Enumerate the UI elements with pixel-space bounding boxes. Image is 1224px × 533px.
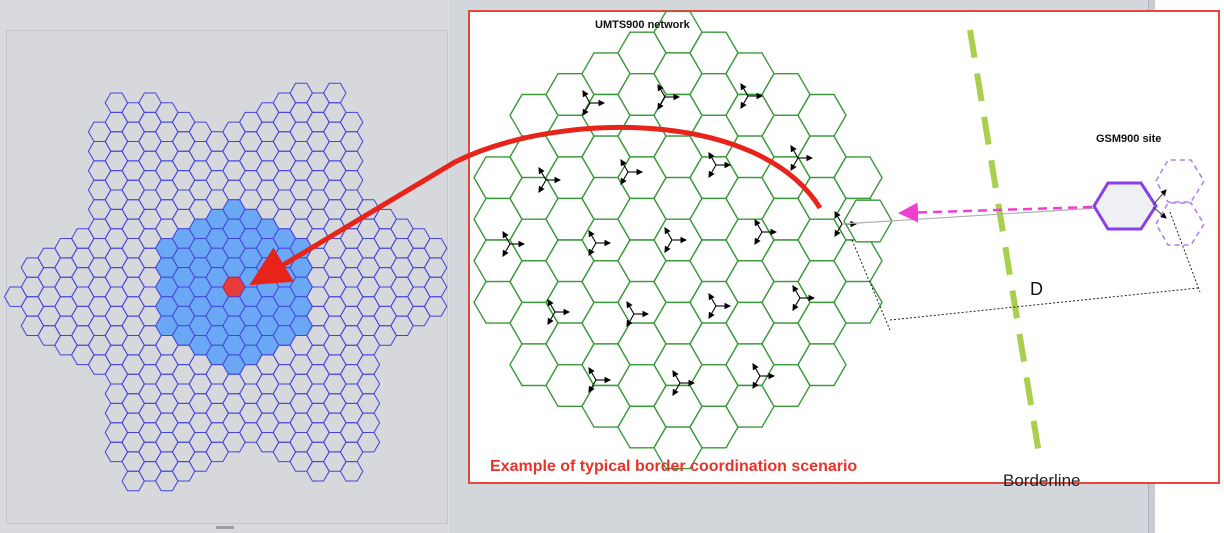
sector-arrow bbox=[588, 230, 597, 244]
grid-cell bbox=[339, 111, 364, 133]
sector-arrow bbox=[620, 171, 629, 185]
sector-arrow bbox=[752, 375, 761, 389]
sector-arrow bbox=[664, 227, 673, 241]
sector-arrow bbox=[792, 297, 801, 311]
sector-arrow bbox=[672, 370, 681, 384]
sector-arrow bbox=[708, 305, 717, 319]
umts-cell bbox=[797, 343, 847, 387]
sector-arrow bbox=[790, 157, 799, 171]
grid-cell bbox=[339, 150, 364, 172]
sector-arrow bbox=[834, 211, 843, 225]
sector-arrow bbox=[792, 285, 801, 299]
grid-cell bbox=[339, 461, 364, 482]
sector-arrow bbox=[502, 231, 511, 245]
sector-arrow bbox=[588, 242, 597, 256]
gsm-hex-dashed-top bbox=[1155, 159, 1205, 203]
sector-arrow bbox=[740, 83, 749, 97]
gsm-site-label: GSM900 site bbox=[1096, 133, 1162, 145]
sector-arrow bbox=[754, 231, 763, 245]
sector-arrow bbox=[834, 223, 843, 237]
sector-arrow bbox=[626, 301, 635, 315]
sector-arrow bbox=[657, 96, 666, 110]
grid-cell bbox=[323, 82, 347, 104]
sector-arrow bbox=[752, 363, 761, 377]
grid-cell bbox=[339, 170, 364, 191]
sector-arrow bbox=[620, 159, 629, 173]
grid-cell bbox=[356, 354, 381, 375]
sector-arrow bbox=[672, 382, 681, 396]
sector-arrow bbox=[547, 299, 556, 313]
gsm-hex-dashed-bottom bbox=[1155, 202, 1205, 246]
grid-cell bbox=[423, 257, 448, 278]
grid-cell bbox=[356, 412, 381, 433]
sector-arrow bbox=[582, 102, 591, 116]
gsm-hex-solid bbox=[1092, 181, 1158, 231]
umts-network-label: UMTS900 network bbox=[595, 19, 690, 31]
sector-arrow bbox=[502, 243, 511, 257]
site-link-line bbox=[841, 205, 1131, 225]
panel-resize-handle[interactable] bbox=[216, 526, 234, 529]
sector-arrow bbox=[547, 311, 556, 325]
grid-cell bbox=[356, 373, 381, 395]
sector-arrow bbox=[708, 164, 717, 178]
scenario-caption: Example of typical border coordination s… bbox=[490, 458, 858, 475]
grid-cell bbox=[356, 432, 381, 453]
grid-cell bbox=[423, 238, 448, 259]
sector-arrow bbox=[708, 293, 717, 307]
interference-hex-grid bbox=[3, 82, 448, 492]
sector-arrow bbox=[538, 167, 547, 181]
sector-arrow bbox=[626, 313, 635, 327]
sector-arrow bbox=[588, 379, 597, 393]
mapping-arrow bbox=[249, 124, 823, 286]
sector-arrow bbox=[538, 179, 547, 193]
sector-arrow bbox=[754, 219, 763, 233]
gsm-sector-arrow-down bbox=[1152, 206, 1167, 219]
sector-arrow bbox=[664, 239, 673, 253]
sector-arrow bbox=[582, 90, 591, 104]
sector-arrow bbox=[740, 95, 749, 109]
borderline-dashed bbox=[967, 29, 1043, 461]
sector-arrow bbox=[657, 84, 666, 98]
sector-arrow bbox=[708, 152, 717, 166]
umts-network-cells bbox=[473, 10, 893, 470]
gsm900-site bbox=[1092, 159, 1205, 246]
grid-cell bbox=[339, 131, 364, 152]
distance-label: D bbox=[1030, 279, 1043, 299]
umts-site-sectors bbox=[502, 83, 858, 396]
sector-arrow bbox=[588, 367, 597, 381]
distance-dimension bbox=[851, 211, 1201, 331]
borderline-label: Borderline bbox=[1003, 471, 1081, 490]
interference-arrow bbox=[898, 202, 1093, 223]
umts-edge-cell bbox=[843, 199, 893, 243]
gsm-sector-arrow-up bbox=[1152, 189, 1167, 206]
grid-cell bbox=[423, 296, 448, 317]
grid-cell bbox=[423, 276, 448, 298]
grid-cell bbox=[356, 393, 381, 414]
sector-arrow bbox=[790, 145, 799, 159]
